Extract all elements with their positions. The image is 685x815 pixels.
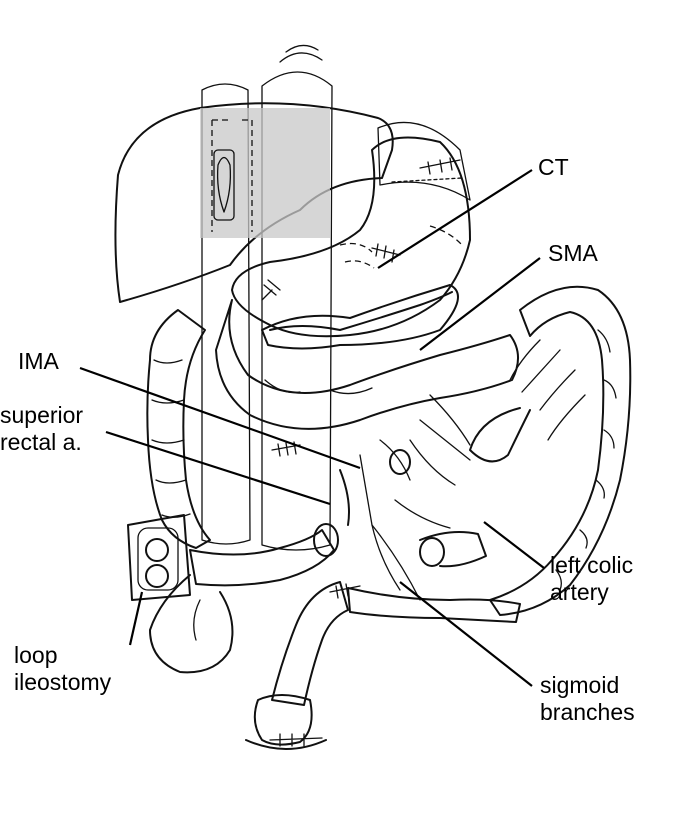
rectum	[245, 581, 521, 750]
pancreas	[261, 284, 459, 350]
label-superior-rectal-artery: superior rectal a.	[0, 402, 84, 455]
label-sigmoid-branches: sigmoid branches	[540, 672, 635, 725]
descending-colon	[469, 285, 632, 616]
transverse-colon	[215, 299, 519, 430]
label-ima: IMA	[18, 348, 59, 374]
label-ct: CT	[538, 154, 569, 180]
liver	[114, 102, 394, 303]
small-bowel-ends	[389, 449, 487, 568]
inferior-mesenteric-artery	[339, 454, 421, 601]
mesenteric-vessels	[379, 339, 586, 529]
label-sma: SMA	[548, 240, 598, 266]
ascending-colon	[146, 309, 211, 549]
label-left-colic-artery: left colic artery	[550, 552, 634, 605]
loop-ileostomy-stoma	[127, 514, 191, 601]
stomach	[231, 121, 471, 338]
label-loop-ileostomy: loop ileostomy	[14, 642, 112, 695]
suture-lines	[261, 157, 461, 747]
leader-lines	[79, 169, 545, 687]
ileum	[149, 523, 339, 674]
